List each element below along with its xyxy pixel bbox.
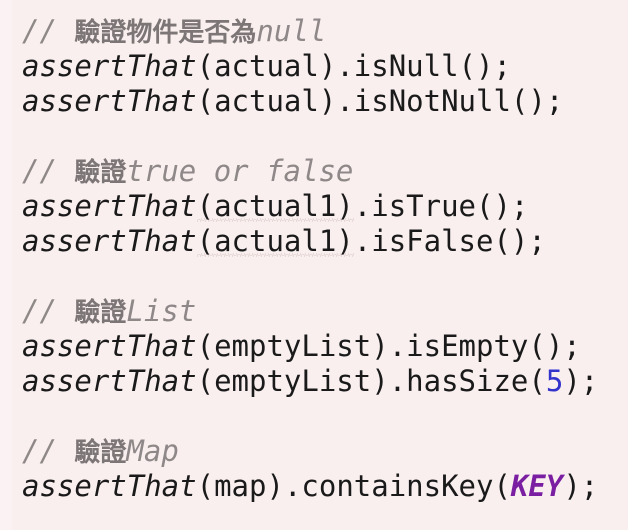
argument-with-warning: (actual1) xyxy=(197,189,354,223)
code-statement-line: assertThat(emptyList).isEmpty(); xyxy=(0,329,628,364)
paren-open: ( xyxy=(196,49,215,83)
blank-line xyxy=(0,259,628,294)
dot-operator: . xyxy=(283,469,302,503)
code-comment-line: // 驗證物件是否為null xyxy=(0,14,628,49)
argument-name: actual1 xyxy=(214,189,337,223)
code-statement-line: assertThat(actual1).isFalse(); xyxy=(0,224,628,259)
code-statement-line: assertThat(actual).isNull(); xyxy=(0,49,628,84)
blank-line xyxy=(0,399,628,434)
comment-cjk-text: 驗證物件是否為 xyxy=(74,18,257,48)
code-statement-line: assertThat(actual1).isTrue(); xyxy=(0,189,628,224)
code-comment-line: // 驗證true or false xyxy=(0,154,628,189)
method-call: isNotNull(); xyxy=(353,84,564,118)
paren-open: ( xyxy=(196,224,215,258)
dot-operator: . xyxy=(388,329,407,363)
method-name: assertThat xyxy=(22,224,197,258)
numeric-literal: 5 xyxy=(545,364,564,398)
method-call: isTrue(); xyxy=(371,189,529,223)
comment-cjk-text: 驗證 xyxy=(74,158,127,188)
paren-close: ) xyxy=(336,224,354,258)
argument-name: actual1 xyxy=(214,224,337,258)
paren-close: ) xyxy=(336,189,354,223)
method-name: assertThat xyxy=(22,49,197,83)
code-statement-line: assertThat(emptyList).hasSize(5); xyxy=(0,364,628,399)
code-statement-line: assertThat(map).containsKey(KEY); xyxy=(0,469,628,504)
argument-name: map xyxy=(214,469,267,503)
comment-slashes: // xyxy=(22,434,75,468)
paren-close: ) xyxy=(371,364,389,398)
method-call: isEmpty(); xyxy=(406,329,581,363)
paren-close: ) xyxy=(266,469,284,503)
paren-close: ) xyxy=(371,329,389,363)
comment-cjk-text: 驗證 xyxy=(74,298,127,328)
paren-open: ( xyxy=(196,84,215,118)
method-name: assertThat xyxy=(22,329,197,363)
paren-open: ( xyxy=(196,469,215,503)
comment-cjk-text: 驗證 xyxy=(74,438,127,468)
comment-trailing-text: true or false xyxy=(126,154,354,188)
paren-open: ( xyxy=(196,364,215,398)
method-call-suffix: ); xyxy=(563,469,599,503)
comment-slashes: // xyxy=(22,14,75,48)
paren-open: ( xyxy=(196,329,215,363)
paren-close: ) xyxy=(318,49,337,83)
code-statement-line: assertThat(actual).isNotNull(); xyxy=(0,84,628,119)
code-comment-line: // 驗證List xyxy=(0,294,628,329)
method-call-prefix: hasSize( xyxy=(406,364,546,398)
method-name: assertThat xyxy=(22,364,197,398)
dot-operator: . xyxy=(388,364,407,398)
dot-operator: . xyxy=(336,49,354,83)
dot-operator: . xyxy=(353,189,372,223)
argument-name: emptyList xyxy=(214,364,372,398)
dot-operator: . xyxy=(353,224,372,258)
code-comment-line: // 驗證Map xyxy=(0,434,628,469)
comment-trailing-text: Map xyxy=(126,434,179,468)
comment-trailing-text: List xyxy=(126,294,197,328)
method-call-prefix: containsKey( xyxy=(301,469,511,503)
argument-name: actual xyxy=(214,84,319,118)
constant-literal: KEY xyxy=(510,469,564,503)
paren-open: ( xyxy=(196,189,215,223)
method-name: assertThat xyxy=(22,84,197,118)
argument-with-warning: (actual1) xyxy=(197,224,354,258)
method-name: assertThat xyxy=(22,469,197,503)
dot-operator: . xyxy=(336,84,354,118)
method-call: isFalse(); xyxy=(371,224,546,258)
paren-close: ) xyxy=(318,84,337,118)
method-call-suffix: ); xyxy=(563,364,599,398)
comment-slashes: // xyxy=(22,294,75,328)
comment-slashes: // xyxy=(22,154,75,188)
comment-trailing-text: null xyxy=(256,14,327,48)
method-call: isNull(); xyxy=(353,49,511,83)
blank-line xyxy=(0,119,628,154)
method-name: assertThat xyxy=(22,189,197,223)
argument-name: actual xyxy=(214,49,319,83)
argument-name: emptyList xyxy=(214,329,372,363)
